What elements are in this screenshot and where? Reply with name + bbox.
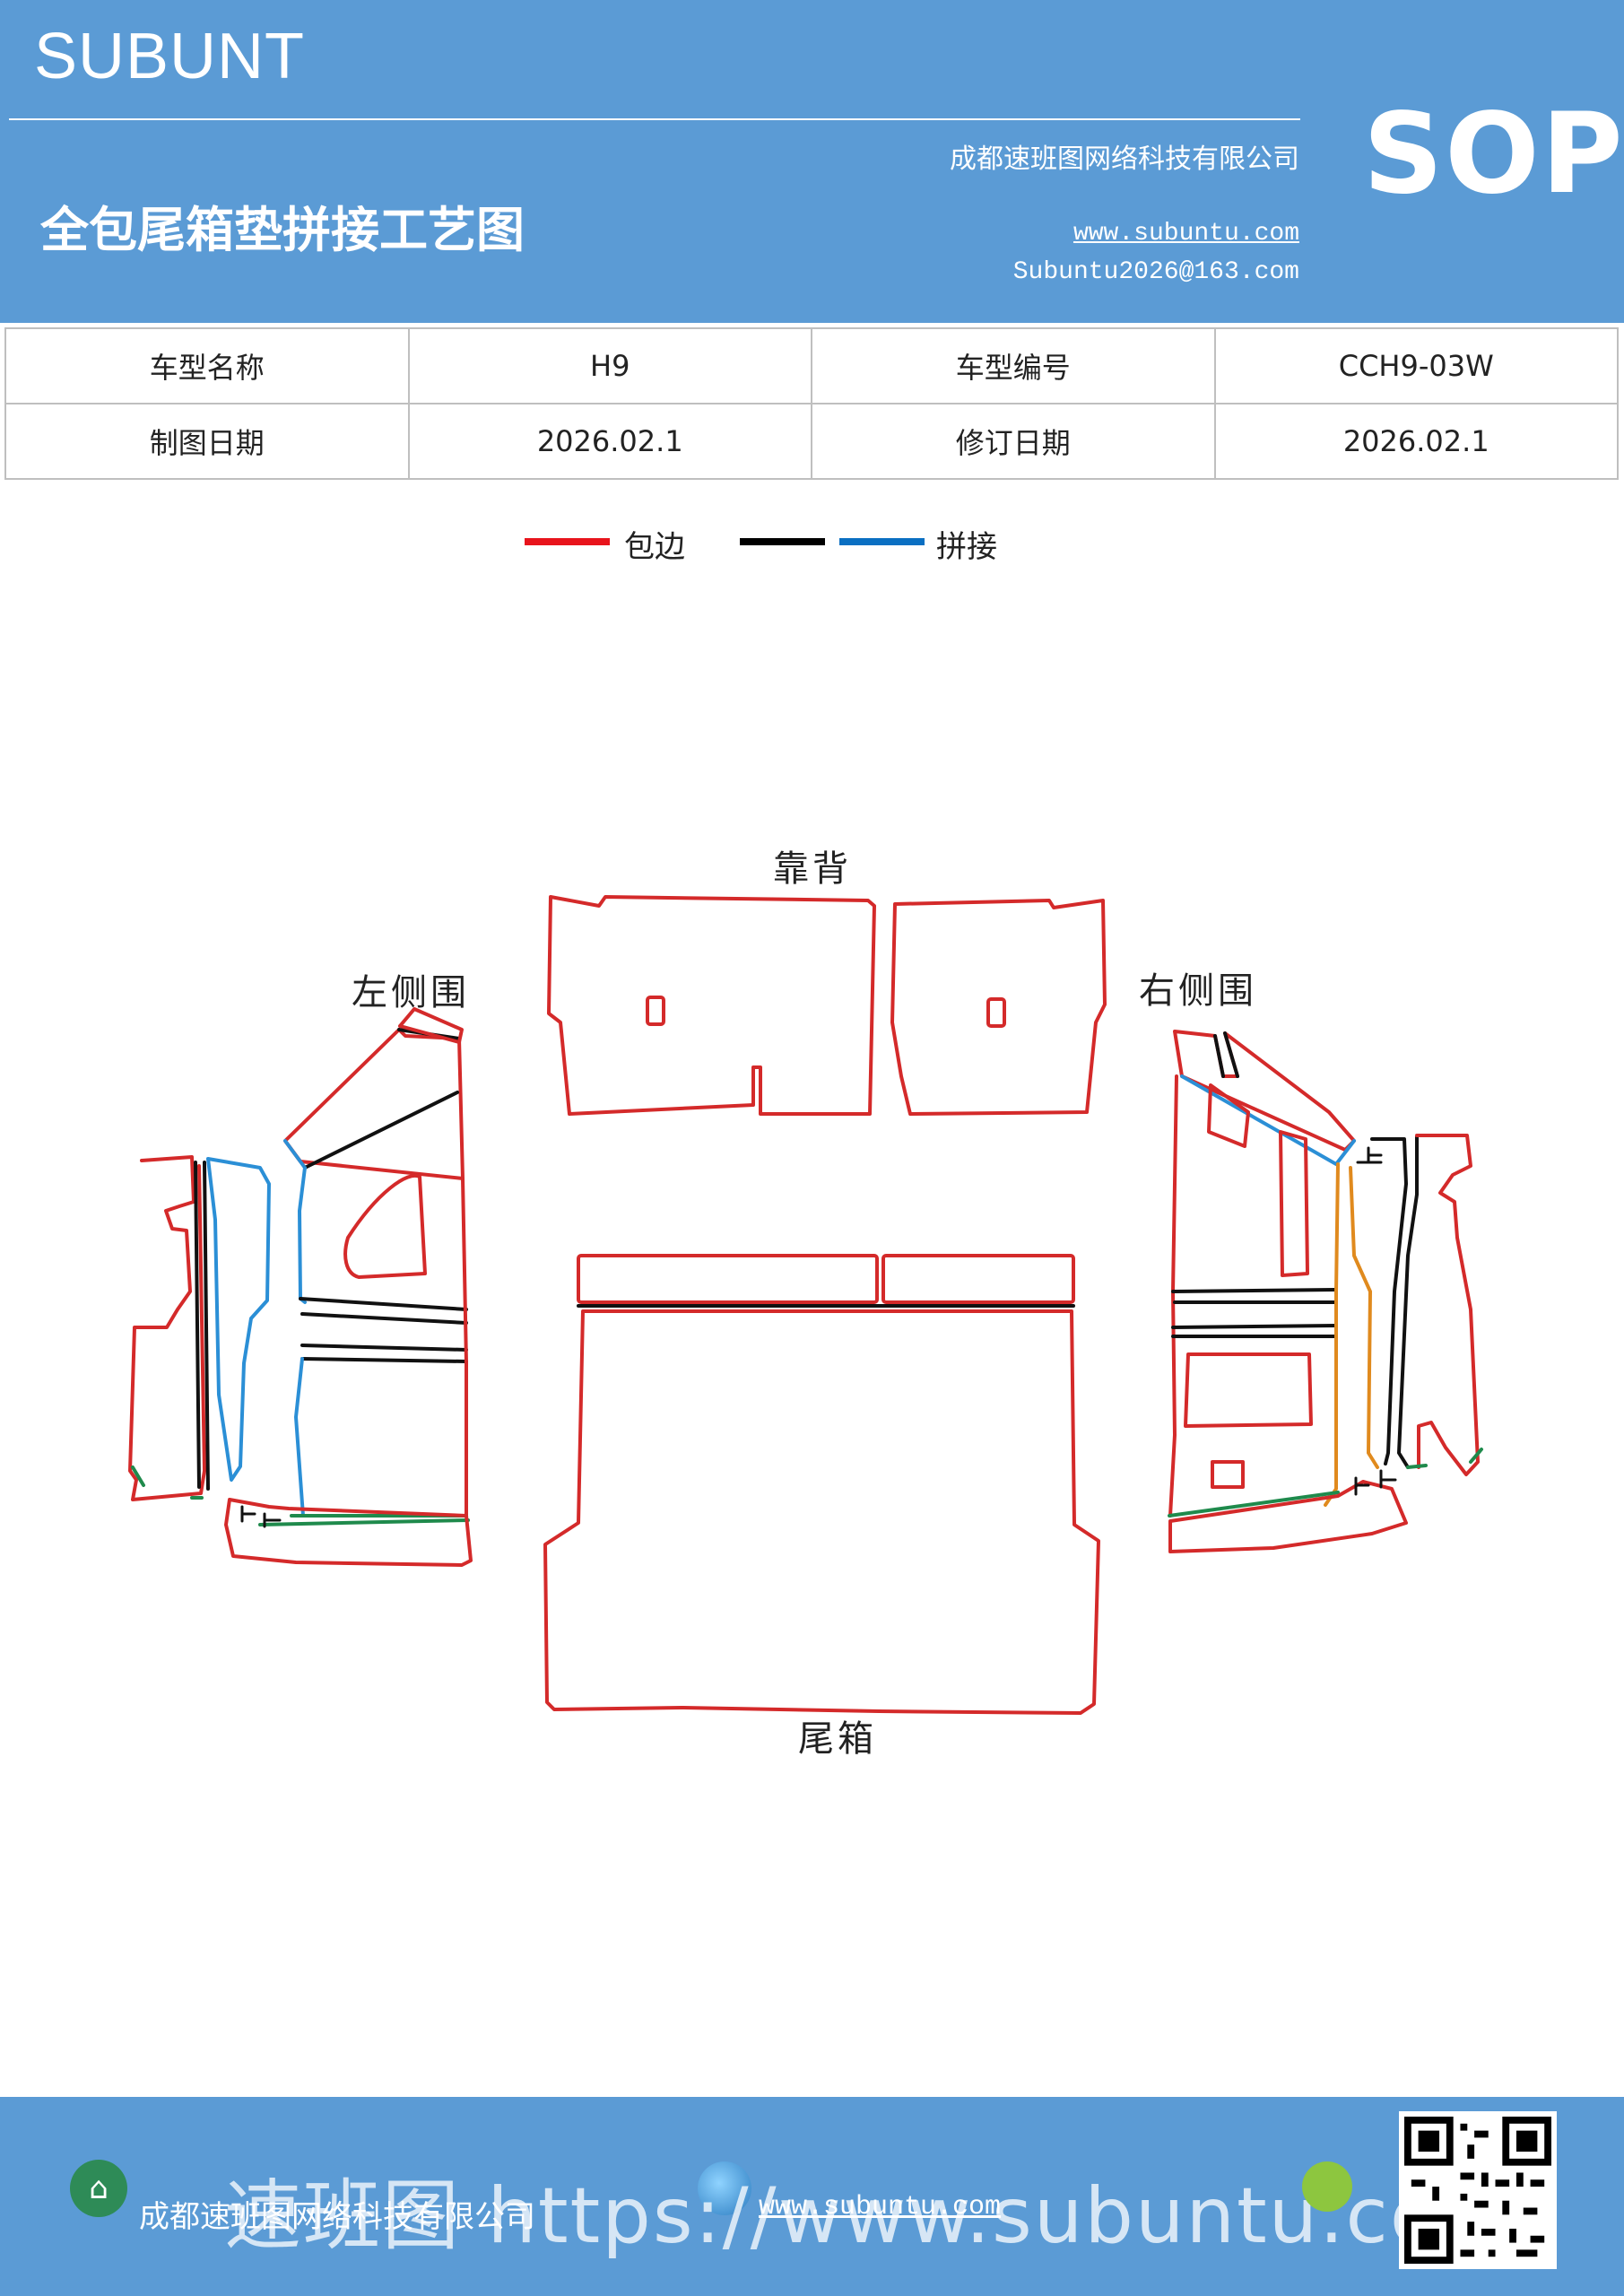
legend-label-edge: 包边 xyxy=(624,529,685,565)
label-left-side: 左侧围 xyxy=(352,972,470,1013)
mat-layout-diagram: 靠背 左侧围 右侧围 尾箱 xyxy=(0,807,1624,1776)
legend-swatch-red xyxy=(525,538,610,545)
table-cell: 2026.02.1 xyxy=(1213,403,1619,480)
left-side-lower-green xyxy=(258,1514,470,1526)
table-cell: CCH9-03W xyxy=(1213,327,1619,404)
vehicle-info-table: 车型名称 H9 车型编号 CCH9-03W 制图日期 2026.02.1 修订日… xyxy=(4,327,1619,480)
website-link[interactable]: www.subuntu.com xyxy=(1073,220,1299,248)
diagram-svg xyxy=(128,895,1483,1715)
left-side-window xyxy=(343,1173,427,1279)
label-trunk: 尾箱 xyxy=(798,1718,877,1760)
right-side-green-edge xyxy=(1168,1448,1483,1518)
table-cell: 制图日期 xyxy=(4,403,410,480)
left-side-mid-panel xyxy=(298,1166,307,1304)
sop-badge: SOP xyxy=(1363,90,1624,219)
left-side-mid-black xyxy=(299,1297,468,1363)
table-cell: 2026.02.1 xyxy=(407,403,812,480)
legend-label-join: 拼接 xyxy=(936,529,997,565)
email-address[interactable]: Subuntu2026@163.com xyxy=(1012,258,1299,286)
left-side-green-edge xyxy=(131,1465,204,1500)
header-divider xyxy=(9,118,1300,120)
table-row: 制图日期 2026.02.1 修订日期 2026.02.1 xyxy=(4,403,1619,480)
backrest-left-hole xyxy=(646,996,665,1026)
footer-watermark: 速班图 https://www.subuntu.com xyxy=(224,2171,1516,2261)
right-side-small-square xyxy=(1211,1460,1245,1489)
backrest-right-panel xyxy=(890,899,1107,1116)
footer-banner: ⌂ 成都速班图网络科技有限公司 www.subuntu.com 速班图 http… xyxy=(0,2097,1624,2296)
wechat-icon xyxy=(1302,2161,1352,2212)
table-cell: 修订日期 xyxy=(811,403,1216,480)
left-side-bottom-panel xyxy=(224,1498,473,1567)
right-side-upper-panel xyxy=(1173,1030,1356,1152)
right-side-cap-black xyxy=(1213,1031,1239,1078)
backrest-left-panel xyxy=(547,895,876,1116)
legend: 包边 拼接 xyxy=(0,511,1624,583)
left-side-mid-red xyxy=(461,1177,468,1518)
header-banner: SUBUNT 全包尾箱垫拼接工艺图 成都速班图网络科技有限公司 www.subu… xyxy=(0,0,1624,323)
right-side-rect xyxy=(1184,1352,1313,1428)
legend-swatch-blue xyxy=(839,538,925,545)
table-cell: 车型编号 xyxy=(811,327,1216,404)
trunk-strip-left xyxy=(577,1254,879,1304)
qr-code-image[interactable] xyxy=(1399,2111,1557,2269)
table-cell: H9 xyxy=(407,327,812,404)
label-backrest: 靠背 xyxy=(773,848,852,890)
left-side-outer-panel xyxy=(128,1155,206,1501)
document-title: 全包尾箱垫拼接工艺图 xyxy=(40,201,525,258)
legend-swatch-black xyxy=(740,538,825,545)
stop-mark-left xyxy=(240,1505,282,1528)
right-side-mid-black xyxy=(1171,1288,1338,1338)
building-icon: ⌂ xyxy=(70,2160,127,2217)
stop-mark-right-top xyxy=(1356,1146,1383,1164)
right-side-bottom-panel xyxy=(1168,1480,1408,1553)
right-side-black-strip xyxy=(1370,1135,1419,1469)
footer-company-name: 成都速班图网络科技有限公司 xyxy=(139,2199,535,2235)
brand-logo-text: SUBUNT xyxy=(34,21,306,92)
footer-website-link[interactable]: www.subuntu.com xyxy=(759,2192,1002,2222)
label-right-side: 右侧围 xyxy=(1139,970,1257,1012)
left-side-lower-blue xyxy=(294,1357,305,1518)
left-side-top-cap xyxy=(398,1007,464,1044)
trunk-main-panel xyxy=(543,1309,1100,1715)
right-side-window-small xyxy=(1207,1083,1250,1148)
table-row: 车型名称 H9 车型编号 CCH9-03W xyxy=(4,327,1619,404)
backrest-right-hole xyxy=(986,997,1006,1028)
left-side-upper-blue xyxy=(283,1139,307,1170)
right-side-main-red xyxy=(1168,1074,1178,1518)
right-side-outer-panel xyxy=(1415,1134,1480,1476)
company-name: 成都速班图网络科技有限公司 xyxy=(950,144,1299,175)
left-side-black-strip xyxy=(194,1161,210,1491)
globe-icon xyxy=(698,2161,751,2215)
left-side-blue-strip xyxy=(206,1157,271,1482)
qr-code-icon xyxy=(1404,2117,1551,2264)
stop-mark-right-bottom xyxy=(1354,1469,1397,1496)
trunk-strip-right xyxy=(881,1254,1075,1304)
table-cell: 车型名称 xyxy=(4,327,410,404)
right-side-window-tall xyxy=(1279,1130,1309,1277)
